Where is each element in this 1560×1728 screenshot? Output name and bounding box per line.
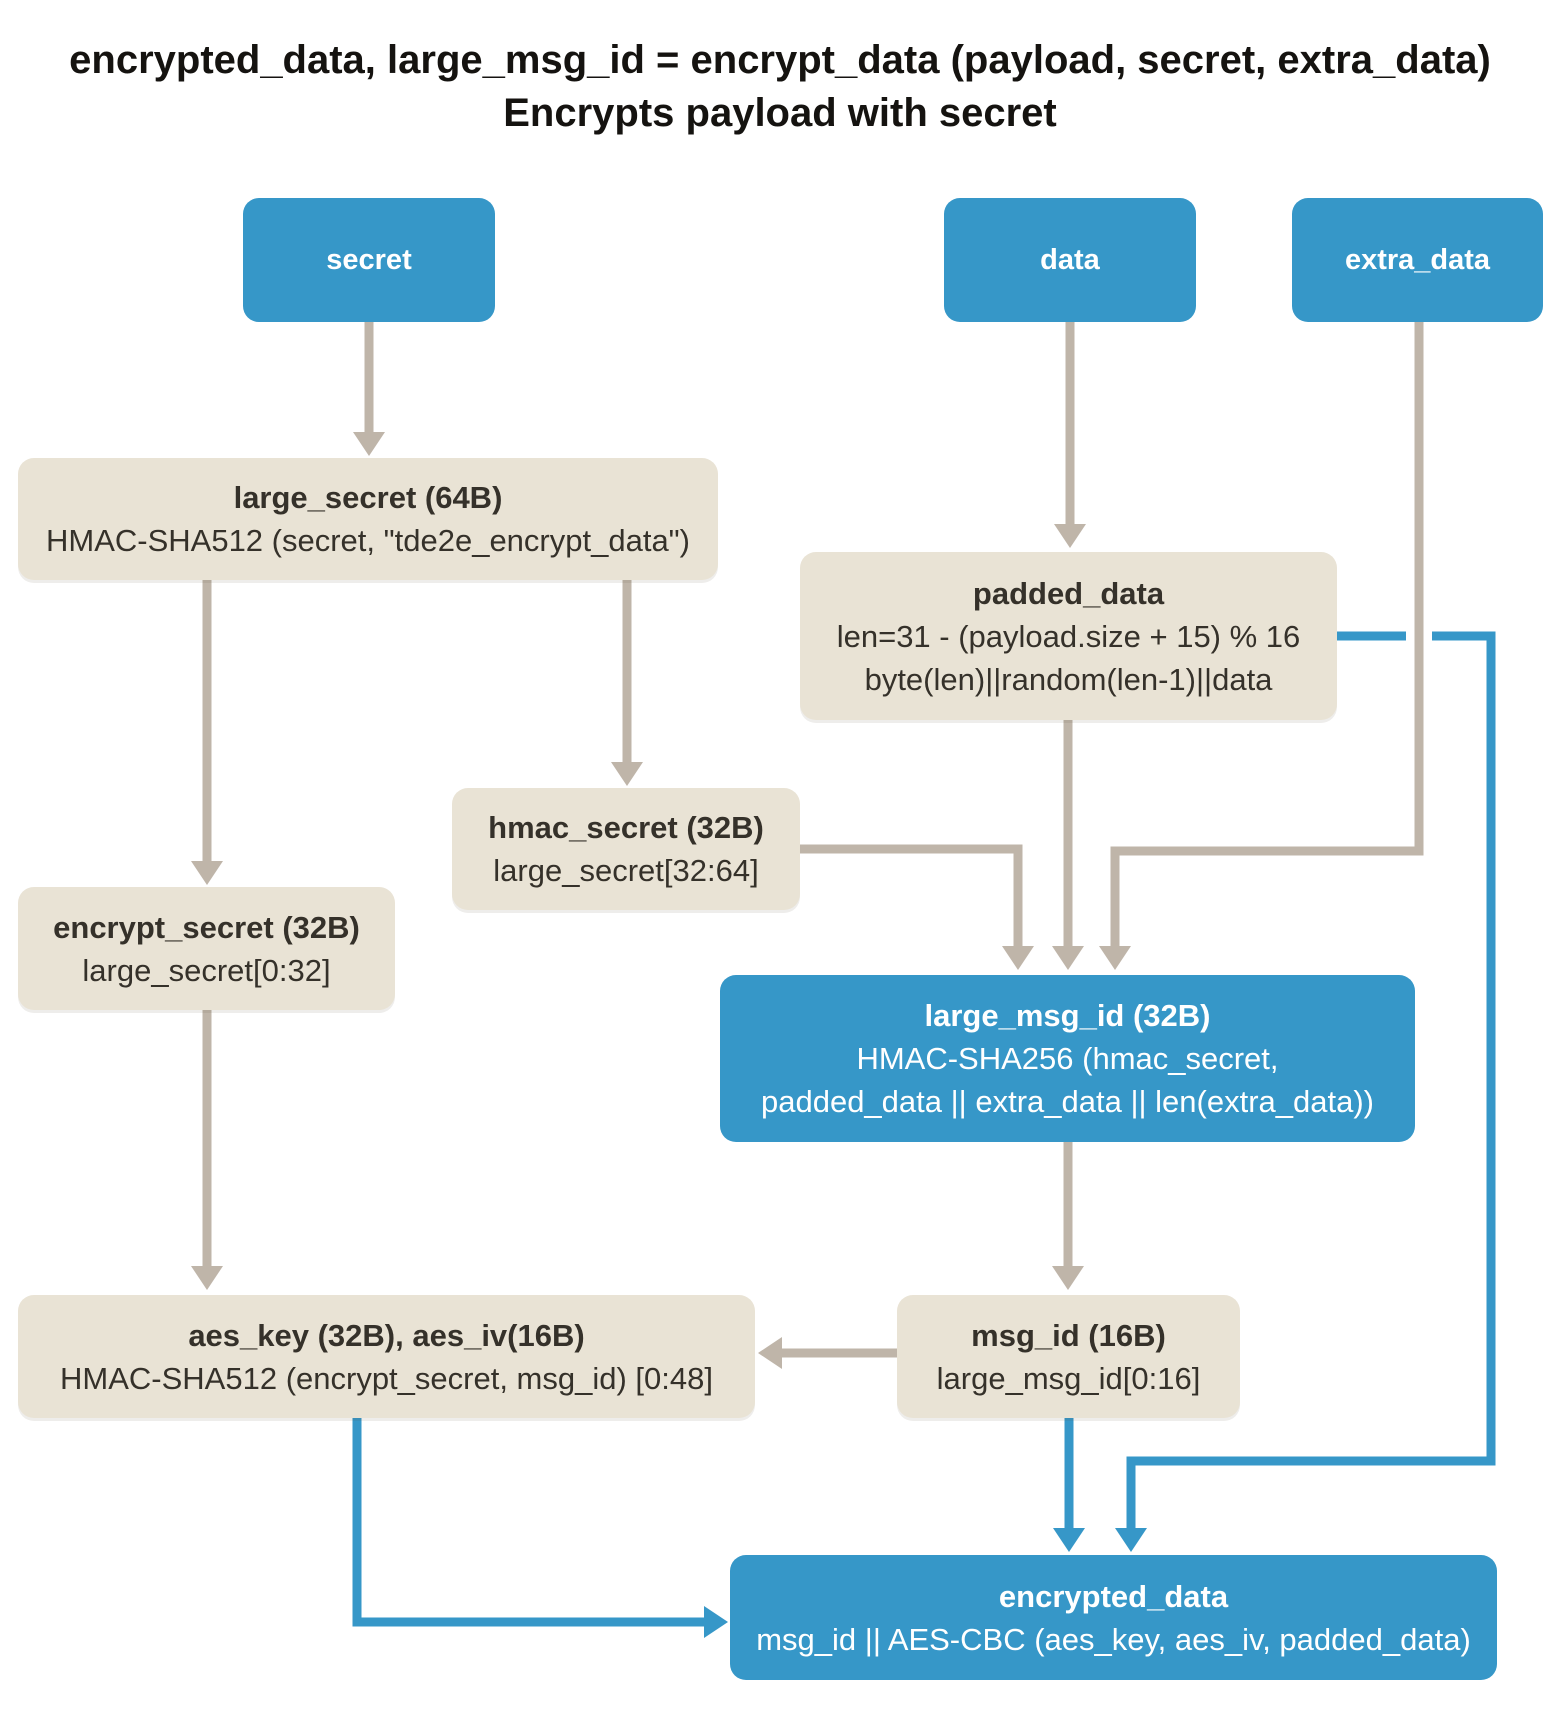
diagram-title-line2: Encrypts payload with secret — [503, 91, 1057, 135]
arrowhead-hmac-secret-to-large-msg-id — [1002, 946, 1034, 970]
node-padded-data-body1: len=31 - (payload.size + 15) % 16 — [836, 618, 1301, 654]
arrowhead-large-secret-to-encrypt-secret — [191, 861, 223, 885]
node-large-secret: large_secret (64B) HMAC-SHA512 (secret, … — [18, 458, 718, 580]
arrowhead-data-to-padded-data — [1054, 524, 1086, 548]
node-extra-data-label: extra_data — [1344, 243, 1491, 276]
arrowhead-encrypt-secret-to-aes-key — [191, 1266, 223, 1290]
connector-padded-data-to-encrypted-data-segment2 — [1126, 631, 1496, 1528]
node-encrypted-data: encrypted_data msg_id || AES-CBC (aes_ke… — [730, 1555, 1497, 1680]
node-hmac-secret-title: hmac_secret (32B) — [488, 810, 764, 845]
node-msg-id: msg_id (16B) large_msg_id[0:16] — [897, 1295, 1240, 1418]
node-hmac-secret-body: large_secret[32:64] — [493, 853, 759, 888]
diagram-title: encrypted_data, large_msg_id = encrypt_d… — [0, 34, 1560, 140]
node-large-msg-id-title: large_msg_id (32B) — [924, 998, 1211, 1033]
node-padded-data-title: padded_data — [972, 575, 1165, 611]
node-large-msg-id-body2: padded_data || extra_data || len(extra_d… — [760, 1084, 1374, 1119]
connector-hmac-secret-to-large-msg-id — [800, 844, 1023, 946]
node-encrypted-data-body: msg_id || AES-CBC (aes_key, aes_iv, padd… — [756, 1621, 1471, 1657]
arrowhead-large-secret-to-hmac-secret — [611, 762, 643, 786]
node-secret-label: secret — [326, 243, 412, 276]
arrowhead-padded-data-to-encrypted-data — [1115, 1528, 1147, 1552]
node-aes-key-body: HMAC-SHA512 (encrypt_secret, msg_id) [0:… — [60, 1360, 713, 1396]
arrowhead-secret-to-large-secret — [353, 432, 385, 456]
arrowhead-msg-id-to-aes-key — [758, 1337, 782, 1369]
arrowhead-aes-key-to-encrypted-data — [704, 1606, 728, 1638]
arrowhead-extra-data-to-large-msg-id — [1099, 946, 1131, 970]
connector-extra-data-to-large-msg-id — [1110, 322, 1424, 946]
node-msg-id-body: large_msg_id[0:16] — [936, 1360, 1201, 1396]
connector-aes-key-to-encrypted-data — [352, 1418, 704, 1627]
node-data: data — [944, 198, 1196, 322]
node-aes-key: aes_key (32B), aes_iv(16B) HMAC-SHA512 (… — [18, 1295, 755, 1418]
node-padded-data-body2: byte(len)||random(len-1)||data — [864, 661, 1273, 697]
arrowhead-padded-data-to-large-msg-id — [1052, 946, 1084, 970]
node-padded-data: padded_data len=31 - (payload.size + 15)… — [800, 552, 1337, 720]
node-encrypt-secret-title: encrypt_secret (32B) — [53, 909, 360, 945]
node-large-secret-title: large_secret (64B) — [233, 480, 503, 515]
diagram-title-line1: encrypted_data, large_msg_id = encrypt_d… — [69, 38, 1491, 82]
node-encrypted-data-title: encrypted_data — [998, 1578, 1229, 1614]
node-large-msg-id-body1: HMAC-SHA256 (hmac_secret, — [856, 1041, 1279, 1076]
node-aes-key-title: aes_key (32B), aes_iv(16B) — [188, 1317, 585, 1353]
node-hmac-secret: hmac_secret (32B) large_secret[32:64] — [452, 788, 800, 910]
arrowhead-large-msg-id-to-msg-id — [1052, 1266, 1084, 1290]
node-secret: secret — [243, 198, 495, 322]
node-large-msg-id: large_msg_id (32B) HMAC-SHA256 (hmac_sec… — [720, 975, 1415, 1142]
node-extra-data: extra_data — [1292, 198, 1543, 322]
node-encrypt-secret-body: large_secret[0:32] — [82, 952, 331, 988]
node-msg-id-title: msg_id (16B) — [971, 1317, 1166, 1353]
arrowhead-msg-id-to-encrypted-data — [1053, 1528, 1085, 1552]
node-encrypt-secret: encrypt_secret (32B) large_secret[0:32] — [18, 887, 395, 1010]
node-data-label: data — [1040, 243, 1100, 276]
node-large-secret-body: HMAC-SHA512 (secret, "tde2e_encrypt_data… — [45, 523, 691, 558]
